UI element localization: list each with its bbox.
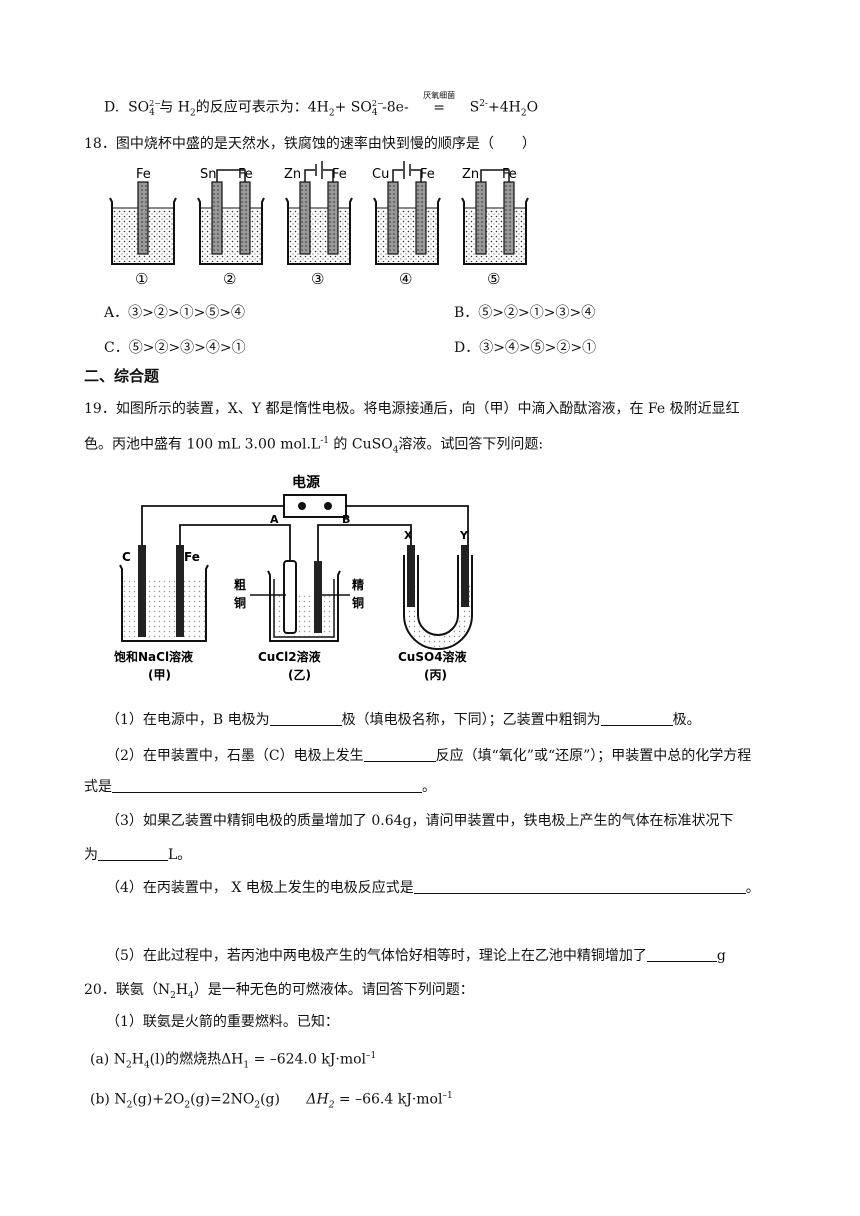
q18-stem: 18．图中烧杯中盛的是天然水，铁腐蚀的速率由快到慢的顺序是（ ） [84,136,536,152]
electrode-y-label: Y [459,529,469,542]
beaker-2: Sn Fe ② [197,167,265,288]
power-supply-box [283,494,347,518]
answer-blank-3[interactable] [363,747,436,762]
beaker-1: Fe ① [109,167,177,288]
beaker-3-label-fe: Fe [332,167,347,182]
q18-option-d: D．③>④>⑤>②>① [454,340,597,356]
pure-copper-label-1: 精 [352,577,364,592]
answer-blank-5[interactable] [98,846,168,861]
beaker-5: Zn Fe ⑤ [461,167,529,288]
beaker-4-label-fe: Fe [420,167,435,182]
answer-blank-6[interactable] [413,879,746,894]
bing-solution-label: CuSO4溶液 [398,649,467,664]
bing-label: (丙) [424,668,447,682]
section-heading: 二、综合题 [84,367,160,385]
yi-solution-label: CuCl2溶液 [258,649,321,664]
jia-label: (甲) [148,668,171,682]
q20-equation-b: (b) N2(g)+2O2(g)=2NO2(g) ΔH2 = –66.4 kJ·… [90,1091,453,1111]
crude-copper-label-2: 铜 [234,595,246,610]
q19-part3: （3）如果乙装置中精铜电极的质量增加了 0.64g，请问甲装置中，铁电极上产生的… [106,813,734,829]
electrolysis-diagram: 电源 A B C Fe 饱和NaCl溶液 (甲) 粗 铜 精 铜 CuCl2溶液… [114,474,473,682]
q18-option-c: C．⑤>②>③>④>① [104,340,246,356]
beaker-4-label-cu: Cu [372,167,389,182]
answer-blank-7[interactable] [646,947,717,962]
beaker-5-label-zn: Zn [462,167,479,182]
q18-beakers-figure: Fe ① Sn Fe ② Zn Fe ③ Cu Fe [109,161,529,288]
q19-part2: （2）在甲装置中，石墨（C）电极上发生反应（填“氧化”或“还原”）；甲装置中总的… [106,747,752,764]
pure-copper-label-2: 铜 [352,595,364,610]
q20-stem: 20．联氨（N2H4）是一种无色的可燃液体。请回答下列问题： [84,982,474,1001]
electrode-x-label: X [404,529,413,542]
q19-part1: （1）在电源中，B 电极为极（填电极名称，下同）；乙装置中粗铜为极。 [106,711,701,728]
beaker-2-number: ② [223,270,236,288]
answer-blank-1[interactable] [269,711,342,726]
power-label: 电源 [292,474,320,491]
crude-copper-label-1: 粗 [234,577,246,592]
beaker-1-number: ① [135,270,148,288]
yi-label: (乙) [288,668,311,682]
q19-stem-line2: 色。丙池中盛有 100 mL 3.00 mol.L-1 的 CuSO4溶液。试回… [84,436,544,456]
beaker-4-number: ④ [399,270,412,288]
terminal-a-label: A [270,513,279,526]
q20-equation-a: (a) N2H4(l)的燃烧热ΔH1 = –624.0 kJ·mol–1 [90,1051,377,1071]
beaker-3-label-zn: Zn [284,167,301,182]
q19-part2-cont: 式是。 [84,778,436,795]
q20-part1: （1）联氨是火箭的重要燃料。已知： [106,1014,339,1030]
jia-solution-label: 饱和NaCl溶液 [114,649,193,664]
electrode-c-label: C [122,550,131,564]
terminal-b-label: B [342,513,350,526]
q18-option-a: A．③>②>①>⑤>④ [104,305,246,321]
q19-stem-line1: 19．如图所示的装置，X、Y 都是惰性电极。将电源接通后，向（甲）中滴入酚酞溶液… [84,401,740,417]
beaker-1-label-fe: Fe [136,167,151,182]
anaerobic-condition: 厌氧细菌= [423,90,456,116]
beaker-4: Cu Fe ④ [372,161,441,288]
q19-part4: （4）在丙装置中， X 电极上发生的电极反应式是。 [106,879,760,896]
beaker-3-number: ③ [311,270,324,288]
beaker-2-label-sn: Sn [200,167,217,182]
answer-blank-4[interactable] [112,778,422,793]
q18-option-b: B．⑤>②>①>③>④ [454,305,596,321]
beaker-3: Zn Fe ③ [284,161,353,288]
electrode-fe-label: Fe [184,550,200,564]
answer-blank-2[interactable] [600,711,673,726]
beaker-5-number: ⑤ [487,270,500,288]
